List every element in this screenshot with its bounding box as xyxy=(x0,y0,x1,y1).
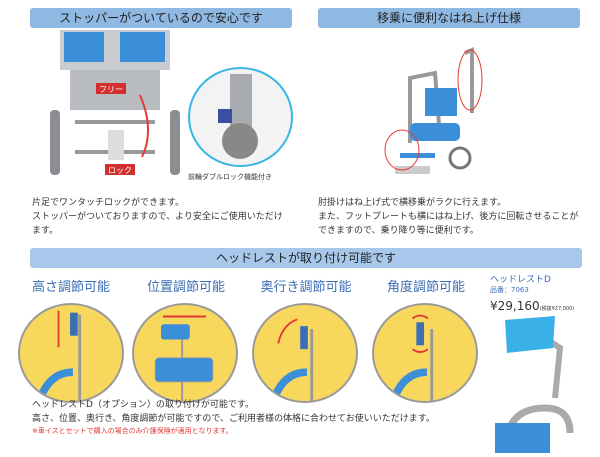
product-price-note: (税抜¥27,000) xyxy=(539,306,575,312)
desc-line: ヘッドレストD（オプション）の取り付けが可能です。 xyxy=(32,400,255,410)
flip-up-photo xyxy=(380,38,500,178)
feature-height: 高さ調節可能 xyxy=(31,280,110,295)
desc-line: 高さ、位置、奥行き、角度調節が可能ですので、ご利用者様の体格に合わせてお使いいた… xyxy=(32,414,435,424)
headrest-banner: ヘッドレストが取り付け可能です xyxy=(30,248,582,268)
front-wheel-caption: 前輪ダブルロック機能付き xyxy=(188,173,272,181)
headrest-product-info: ヘッドレストD 品番：7063 ¥29,160(税抜¥27,000) xyxy=(490,272,574,314)
insurance-note: ※車イスとセットで購入の場合のみ介護保険が適用となります。 xyxy=(32,427,233,435)
desc-line: 片足でワンタッチロックができます。 xyxy=(32,198,185,208)
feature-angle: 角度調節可能 xyxy=(386,280,465,295)
desc-line: また、フットプレートも横にはね上げ、後方に回転させることが xyxy=(318,212,579,222)
depth-adjust-image xyxy=(252,303,358,403)
product-item-no: 品番：7063 xyxy=(490,286,529,294)
desc-line: できますので、乗り降り等に便利です。 xyxy=(318,226,479,236)
product-price: ¥29,160 xyxy=(490,299,540,313)
headrest-product-photo xyxy=(485,308,595,454)
desc-line: ます。 xyxy=(32,226,59,236)
stopper-banner: ストッパーがついているので安心です xyxy=(30,8,292,28)
product-name: ヘッドレストD xyxy=(490,275,551,285)
label-free: フリー xyxy=(99,85,123,94)
position-adjust-image xyxy=(132,303,238,403)
label-lock: ロック xyxy=(108,166,132,175)
flip-up-description: 肘掛けはね上げ式で横移乗がラクに行えます。 また、フットプレートも横にはね上げ、… xyxy=(318,196,578,238)
flip-up-banner: 移乗に便利なはね上げ仕様 xyxy=(318,8,580,28)
height-adjust-image xyxy=(18,303,124,403)
stopper-description: 片足でワンタッチロックができます。 ストッパーがついておりますので、より安全にご… xyxy=(32,196,283,238)
front-wheel-zoom-photo xyxy=(188,67,293,167)
stopper-photo: フリー ロック xyxy=(50,30,180,178)
feature-position: 位置調節可能 xyxy=(146,280,225,295)
desc-line: ストッパーがついておりますので、より安全にご使用いただけ xyxy=(32,212,283,222)
desc-line: 肘掛けはね上げ式で横移乗がラクに行えます。 xyxy=(318,198,507,208)
headrest-description: ヘッドレストD（オプション）の取り付けが可能です。 高さ、位置、奥行き、角度調節… xyxy=(32,398,435,436)
angle-adjust-image xyxy=(372,303,478,403)
feature-depth: 奥行き調節可能 xyxy=(260,280,352,295)
product-price-row: ¥29,160(税抜¥27,000) xyxy=(490,295,574,314)
